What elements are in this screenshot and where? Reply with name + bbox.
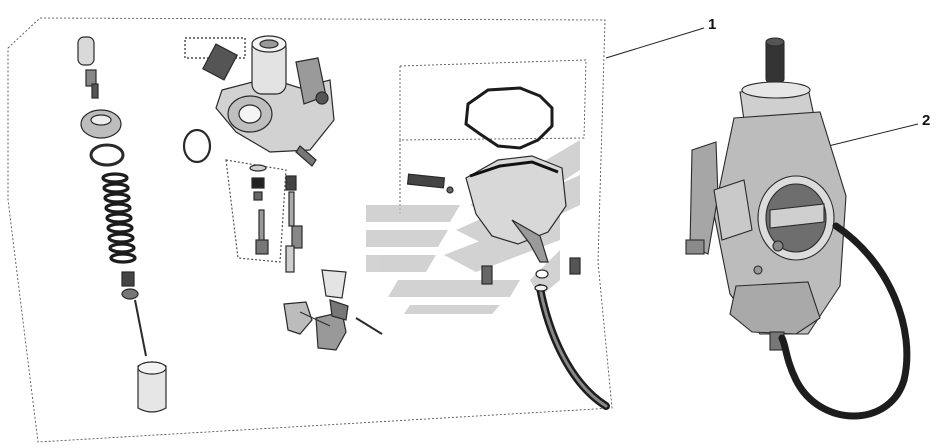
- fuel-hose-icon: [534, 284, 610, 410]
- needle-jet-assembly-icon: [77, 36, 167, 413]
- callout-2-label: 2: [922, 112, 931, 129]
- jet-set-icon: [225, 159, 303, 273]
- float-bowl-icon: [406, 155, 581, 285]
- exploded-group-outline: [7, 17, 613, 443]
- carburetor-hose-icon: [778, 222, 911, 420]
- float-bowl-gasket-icon: [464, 86, 554, 150]
- carburetor-assembled-icon: [685, 37, 847, 351]
- o-ring-icon: [182, 128, 212, 164]
- throttle-parts-icon: [283, 269, 383, 351]
- callout-1-label: 1: [708, 16, 717, 33]
- carburetor-body-exploded-icon: [184, 35, 335, 167]
